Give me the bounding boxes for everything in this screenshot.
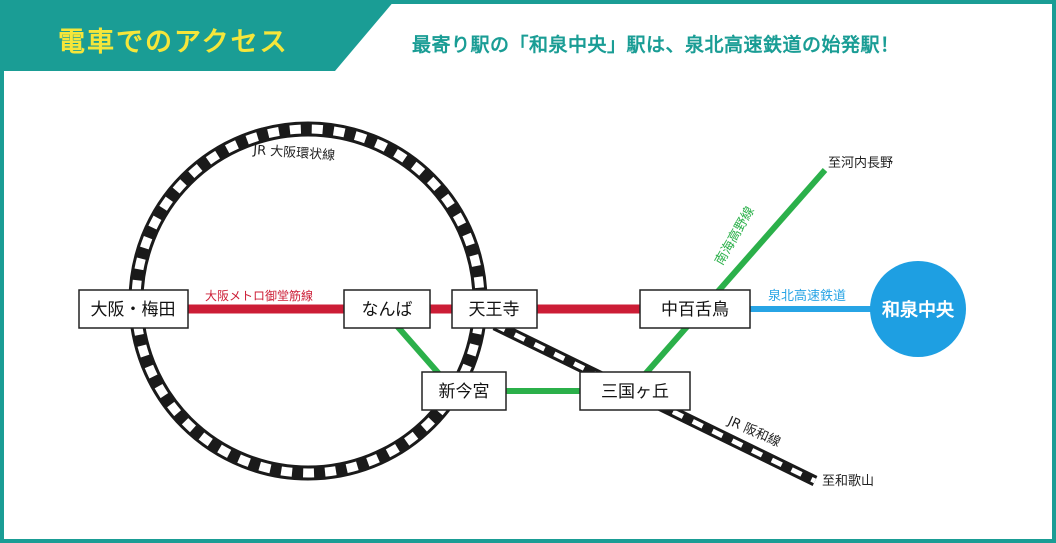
station-namba-label: なんば	[362, 300, 413, 320]
station-izumi-chuo: 和泉中央	[870, 261, 966, 357]
station-osaka-umeda-label: 大阪・梅田	[91, 300, 176, 320]
station-shin-imamiya-label: 新今宮	[439, 382, 490, 402]
station-tennoji: 天王寺	[451, 289, 538, 329]
station-nakamozu: 中百舌鳥	[639, 289, 751, 329]
station-izumi-chuo-label: 和泉中央	[882, 299, 955, 321]
station-shin-imamiya: 新今宮	[421, 371, 507, 411]
jr-loop-label: JR 大阪環状線	[252, 142, 336, 164]
midosuji-label: 大阪メトロ御堂筋線	[205, 288, 313, 303]
station-mikunigaoka: 三国ヶ丘	[579, 371, 691, 411]
station-tennoji-label: 天王寺	[469, 300, 520, 320]
station-nakamozu-label: 中百舌鳥	[661, 300, 729, 320]
page-title: 電車でのアクセス	[58, 27, 289, 58]
headline: 最寄り駅の「和泉中央」駅は、泉北高速鉄道の始発駅！	[412, 34, 900, 56]
header-tab	[0, 0, 395, 71]
station-mikunigaoka-label: 三国ヶ丘	[601, 382, 669, 402]
station-osaka-umeda: 大阪・梅田	[78, 289, 189, 329]
destination-kawachinagano: 至河内長野	[828, 155, 893, 171]
station-namba: なんば	[343, 289, 431, 329]
senboku-label: 泉北高速鉄道	[768, 288, 846, 304]
destination-wakayama: 至和歌山	[822, 474, 874, 489]
